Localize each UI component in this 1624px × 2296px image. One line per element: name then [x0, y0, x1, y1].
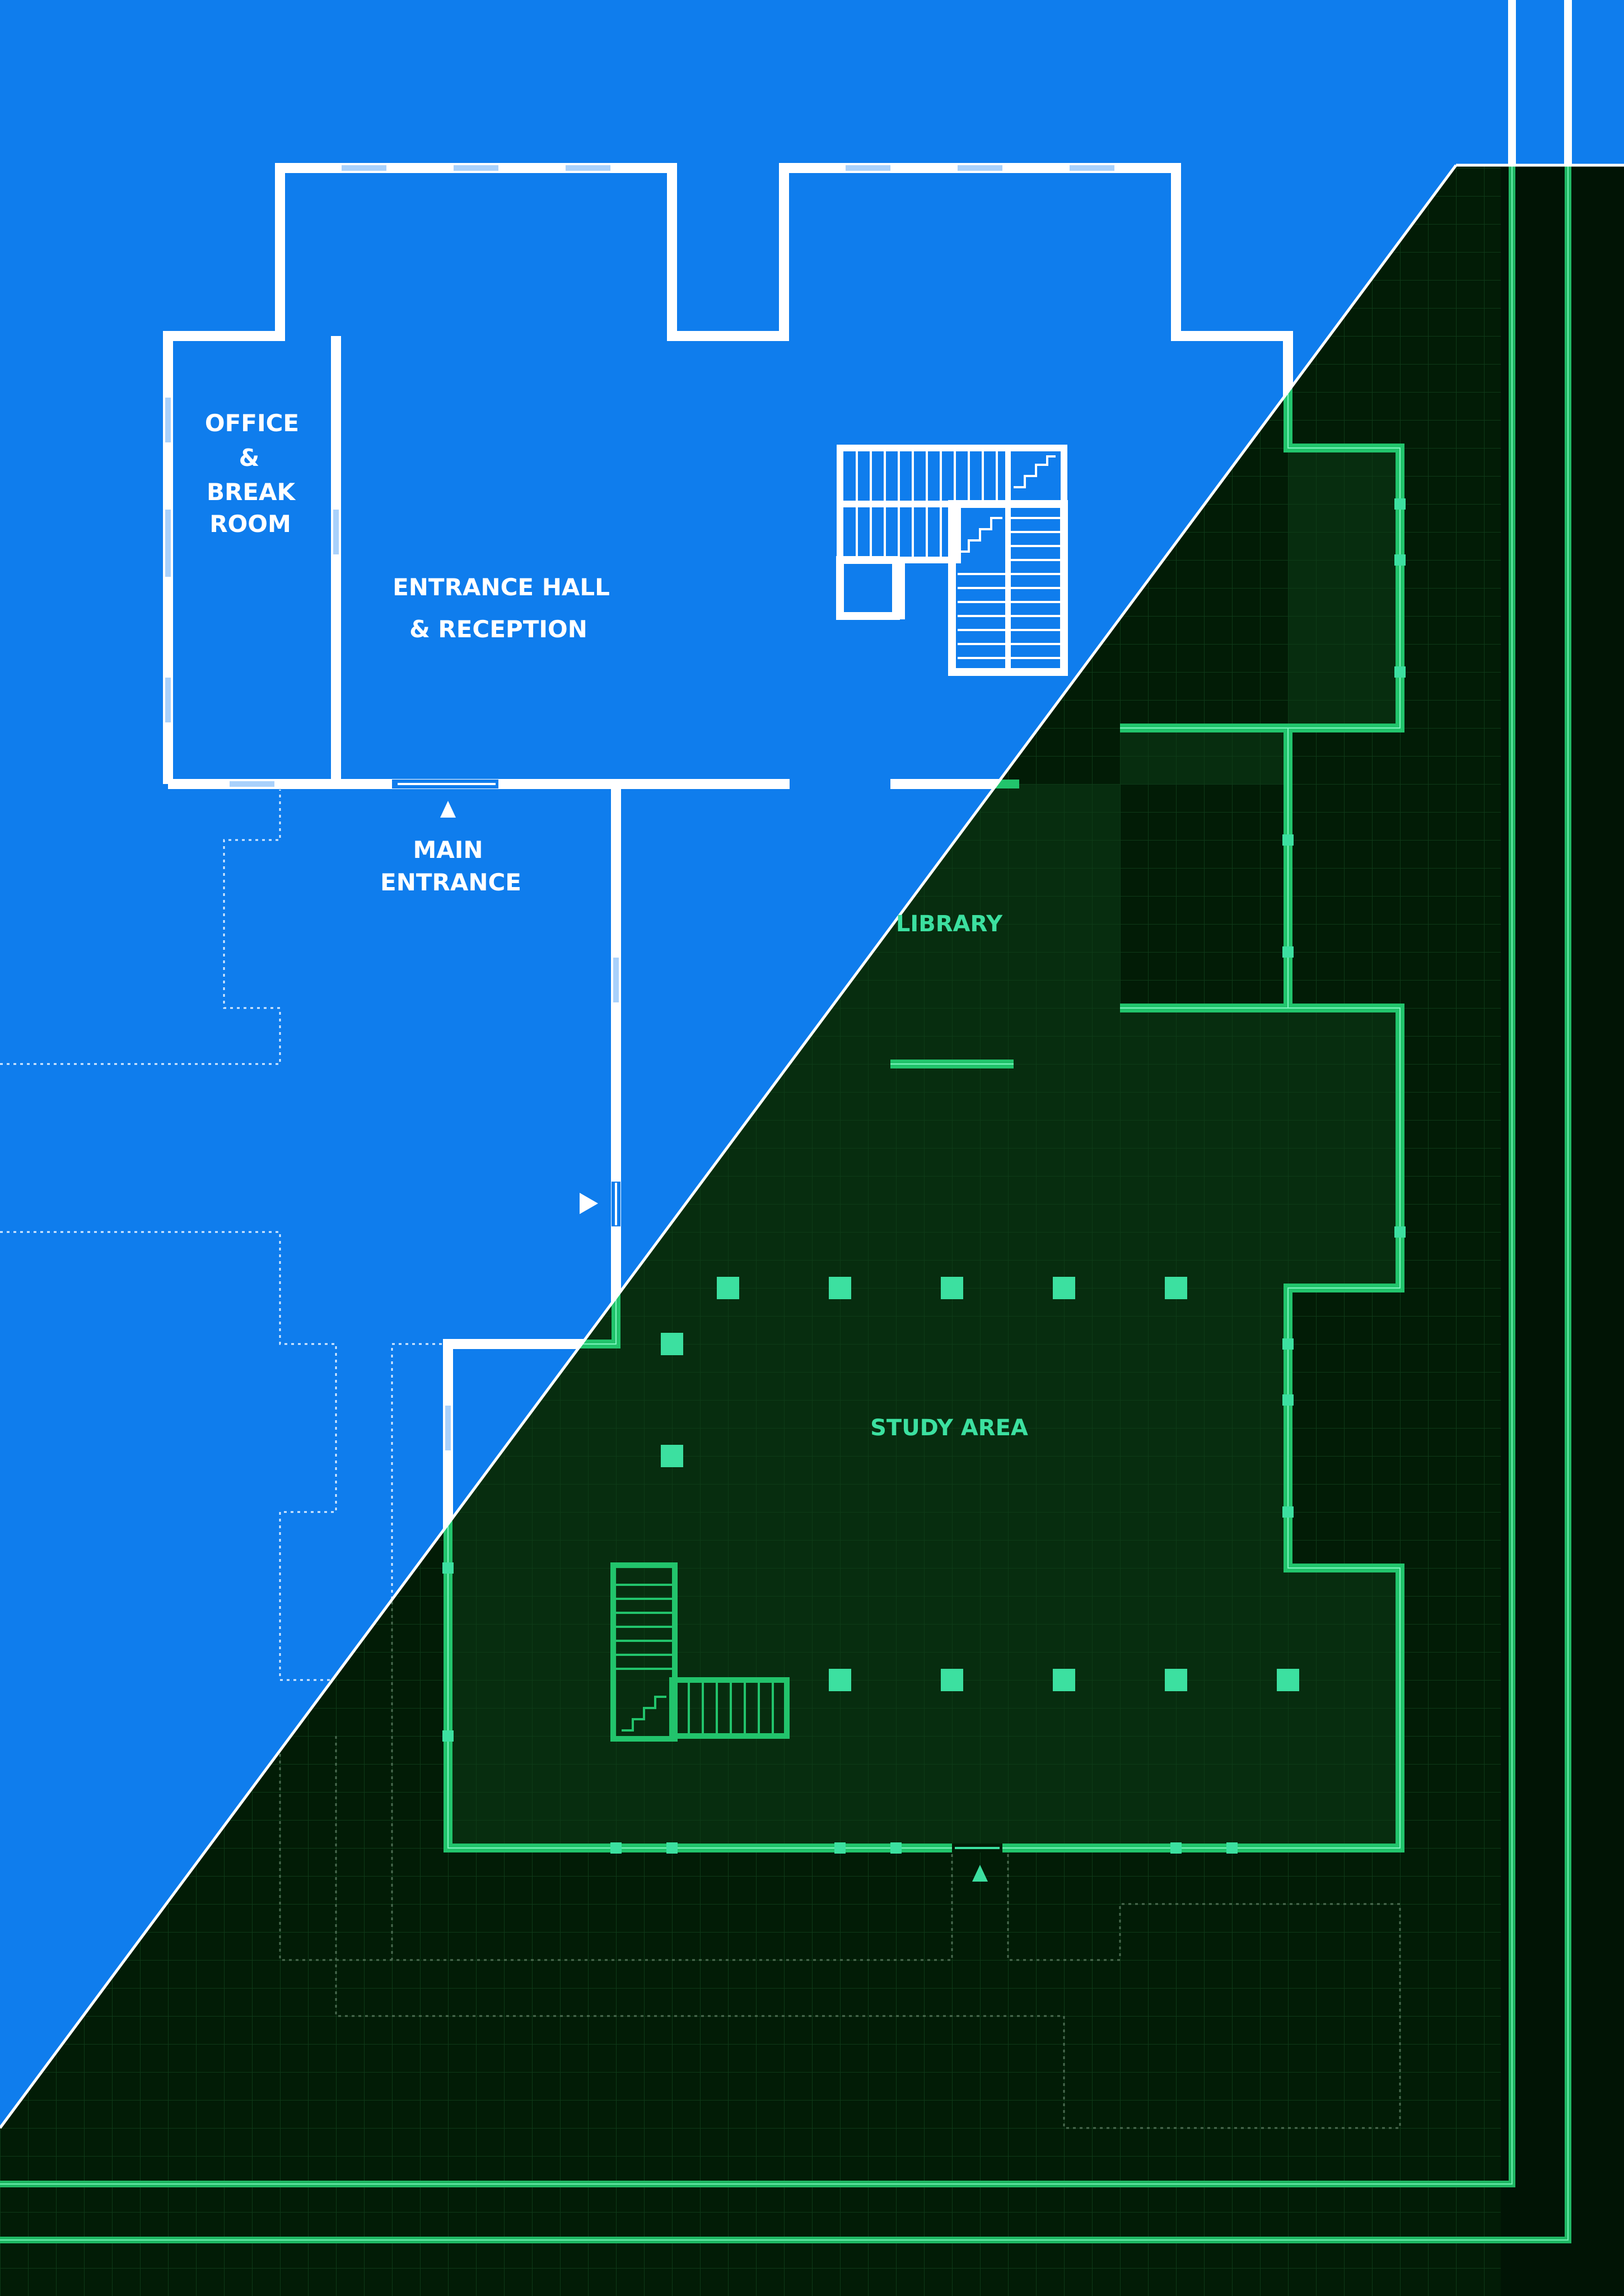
study-area-label: STUDY AREA — [870, 1415, 1028, 1441]
stair-arrow — [1014, 455, 1056, 488]
entrance-hall-label-line: & RECEPTION — [409, 615, 587, 643]
office-label-line: OFFICE — [205, 409, 299, 437]
up-triangle-icon — [972, 1865, 988, 1882]
blue-plan-layer — [0, 0, 1572, 1848]
entrance-hall-label: ENTRANCE HALL & RECEPTION — [393, 573, 610, 643]
site-outline-dark — [279, 1568, 1401, 2129]
diagonal-divider — [0, 164, 1458, 2129]
green-staircase — [610, 1562, 790, 1742]
stair-arrow — [958, 517, 1002, 553]
window-marks — [165, 165, 1114, 1450]
up-triangle-icon — [440, 801, 456, 818]
road-line-inner — [0, 165, 1569, 2241]
office-label-line: ROOM — [209, 510, 291, 538]
east-grounds — [1501, 165, 1624, 2296]
white-staircase — [836, 445, 1068, 676]
entrance-building-wall — [163, 163, 1293, 784]
green-stair-treads — [616, 1584, 774, 1733]
green-stair-arrow — [622, 1696, 666, 1732]
office-break-room-label: OFFICE & BREAK ROOM — [205, 409, 299, 538]
main-entrance-label-line: ENTRANCE — [380, 869, 521, 896]
wall-nodes — [442, 498, 1406, 1854]
annex-wall — [443, 1339, 616, 1568]
entrance-hall-label-line: ENTRANCE HALL — [393, 573, 610, 601]
office-label-line: BREAK — [207, 478, 296, 506]
office-label-line: & — [239, 444, 260, 472]
library-label: LIBRARY — [896, 911, 1003, 937]
study-columns — [661, 1277, 1299, 1691]
main-entrance-label-line: MAIN — [413, 836, 483, 864]
right-triangle-icon — [580, 1193, 598, 1214]
white-stair-treads — [856, 451, 1061, 659]
main-entrance-label: MAIN ENTRANCE — [380, 836, 521, 896]
